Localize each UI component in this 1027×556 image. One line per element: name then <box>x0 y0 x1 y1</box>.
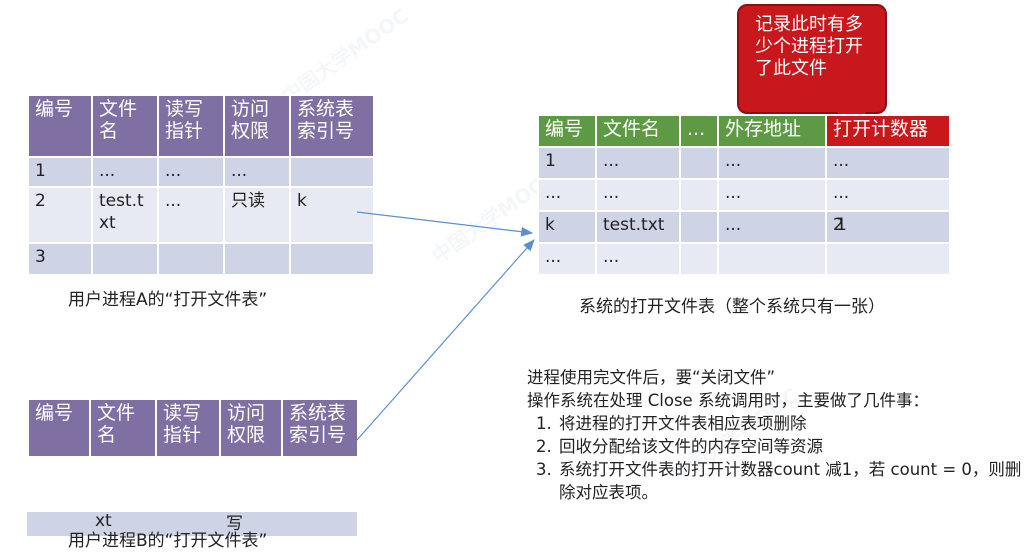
erase-cover <box>25 456 361 510</box>
sys-header-open-counter: 打开计数器 <box>825 114 951 148</box>
table-b-header-id: 编号 <box>27 398 91 458</box>
table-cell: k <box>289 186 375 244</box>
table-b-header-access: 访问权限 <box>219 398 283 458</box>
table-cell: ... <box>223 156 291 188</box>
table-cell: 1 <box>27 156 93 188</box>
arrow-b-to-system <box>356 239 535 441</box>
open-counter-callout: 记录此时有多少个进程打开了此文件 <box>737 4 887 114</box>
table-cell <box>91 242 159 276</box>
table-a-header-access: 访问权限 <box>223 94 291 158</box>
table-cell <box>717 242 827 276</box>
table-b-header-rw-pointer: 读写指针 <box>155 398 221 458</box>
user-process-b-open-file-table: 编号 文件名 读写指针 访问权限 系统表索引号 <box>27 398 359 458</box>
notes-line-1: 进程使用完文件后，要“关闭文件” <box>527 368 776 387</box>
list-item: 系统打开文件表的打开计数器count 减1，若 count = 0，则删除对应表… <box>557 458 1022 504</box>
table-a-header-filename: 文件名 <box>91 94 159 158</box>
sys-header-ellipsis: ... <box>679 114 719 148</box>
table-cell: ... <box>825 146 951 180</box>
table-cell <box>679 146 719 180</box>
table-cell: test.txt <box>595 210 681 244</box>
table-cell: ... <box>157 156 225 188</box>
sys-header-filename: 文件名 <box>595 114 681 148</box>
close-notes: 进程使用完文件后，要“关闭文件” 操作系统在处理 Close 系统调用时，主要做… <box>527 366 1022 504</box>
table-cell: ... <box>595 242 681 276</box>
table-row: k test.txt ... 2 1 <box>537 210 951 244</box>
table-cell: ... <box>595 146 681 180</box>
table-cell: ... <box>537 178 597 212</box>
sys-header-id: 编号 <box>537 114 597 148</box>
table-cell: 1 <box>537 146 597 180</box>
table-cell: ... <box>537 242 597 276</box>
table-cell: ... <box>595 178 681 212</box>
table-a-header-sys-index: 系统表索引号 <box>289 94 375 158</box>
arrow-a-to-system <box>356 211 534 237</box>
table-cell <box>679 178 719 212</box>
table-row: ... ... ... ... <box>537 178 951 212</box>
table-a-header-id: 编号 <box>27 94 93 158</box>
table-cell: ... <box>717 146 827 180</box>
sys-header-disk-address: 外存地址 <box>717 114 827 148</box>
system-table-caption: 系统的打开文件表（整个系统只有一张） <box>579 297 885 317</box>
table-b-caption: 用户进程B的“打开文件表” <box>68 531 268 551</box>
table-cell <box>289 242 375 276</box>
table-b-fragment-access: 写 <box>226 514 243 534</box>
system-open-file-table: 编号 文件名 ... 外存地址 打开计数器 1 ... ... ... ... … <box>537 114 951 276</box>
table-cell: ... <box>717 178 827 212</box>
table-cell <box>157 242 225 276</box>
table-b-header-filename: 文件名 <box>89 398 157 458</box>
table-a-caption: 用户进程A的“打开文件表” <box>68 290 268 310</box>
table-row: 1 ... ... ... <box>537 146 951 180</box>
list-item: 回收分配给该文件的内存空间等资源 <box>557 435 1022 458</box>
list-item: 将进程的打开文件表相应表项删除 <box>557 412 1022 435</box>
table-cell: 3 <box>27 242 93 276</box>
table-a-header-rw-pointer: 读写指针 <box>157 94 225 158</box>
table-b-fragment-filename: xt <box>95 511 112 531</box>
table-cell: ... <box>717 210 827 244</box>
table-cell: ... <box>825 178 951 212</box>
table-cell: 只读 <box>223 186 291 244</box>
table-cell: k <box>537 210 597 244</box>
table-row: 3 <box>27 242 375 276</box>
notes-list: 将进程的打开文件表相应表项删除 回收分配给该文件的内存空间等资源 系统打开文件表… <box>527 412 1022 504</box>
user-process-a-open-file-table: 编号 文件名 读写指针 访问权限 系统表索引号 1 ... ... ... 2 … <box>27 94 375 276</box>
table-b-remnant-row <box>27 512 357 536</box>
table-cell: ... <box>91 156 159 188</box>
open-counter-value: 1 <box>836 215 847 235</box>
notes-line-2: 操作系统在处理 Close 系统调用时，主要做了几件事： <box>527 391 929 410</box>
open-counter-cell: 2 1 <box>825 210 951 244</box>
table-cell: test.txt <box>91 186 159 244</box>
table-row: 1 ... ... ... <box>27 156 375 188</box>
table-cell <box>223 242 291 276</box>
table-cell: ... <box>157 186 225 244</box>
table-b-header-sys-index: 系统表索引号 <box>281 398 359 458</box>
table-cell <box>289 156 375 188</box>
table-cell <box>679 210 719 244</box>
table-cell: 2 <box>27 186 93 244</box>
table-cell <box>825 242 951 276</box>
table-row: ... ... <box>537 242 951 276</box>
open-counter-old-value: 2 <box>833 215 844 235</box>
table-row: 2 test.txt ... 只读 k <box>27 186 375 244</box>
table-cell <box>679 242 719 276</box>
